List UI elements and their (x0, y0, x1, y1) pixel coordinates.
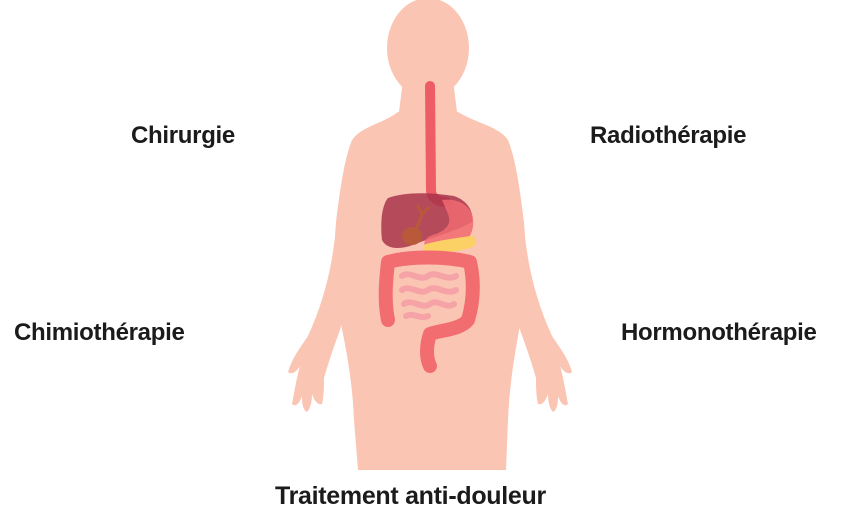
label-chirurgie: Chirurgie (131, 124, 235, 148)
gallbladder-shape (402, 227, 422, 245)
left-arm-shape (288, 136, 360, 412)
label-chimiotherapie: Chimiothérapie (14, 321, 185, 345)
human-body-figure (270, 0, 590, 470)
label-radiotherapie: Radiothérapie (590, 124, 746, 148)
label-traitement-anti-douleur: Traitement anti-douleur (275, 484, 546, 509)
label-hormonotherapie: Hormonothérapie (621, 321, 817, 345)
